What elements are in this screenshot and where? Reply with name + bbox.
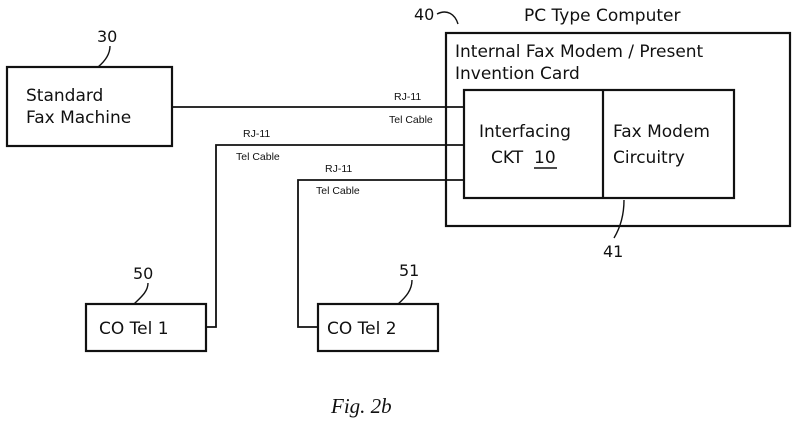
cable-2-type: Tel Cable [236, 151, 280, 163]
fax-modem-ref: 41 [603, 242, 623, 261]
fax-machine-leader [97, 45, 111, 68]
pc-computer-ref: 40 [414, 5, 434, 24]
cable-1-jack: RJ-11 [394, 91, 421, 103]
cable-3-type: Tel Cable [316, 185, 360, 197]
card-inner-box [462, 88, 736, 200]
co-tel-1-leader [133, 282, 149, 305]
pc-computer-box [444, 31, 792, 228]
cable-2-jack: RJ-11 [243, 128, 270, 140]
cable-3-jack: RJ-11 [325, 163, 352, 175]
fax-modem-label-line1: Fax Modem [613, 122, 710, 142]
interfacing-label-line2: CKT [491, 148, 524, 168]
co-tel-1-label: CO Tel 1 [99, 319, 169, 339]
fax-machine-box [5, 65, 174, 148]
fax-machine-label-line2: Fax Machine [26, 108, 131, 128]
co-tel-2-label: CO Tel 2 [327, 319, 397, 339]
interfacing-label-line1: Interfacing [479, 122, 571, 142]
cable-co-tel-2-to-card [297, 179, 464, 328]
pc-computer-leader [436, 11, 459, 25]
interfacing-ref: 10 [534, 148, 556, 168]
co-tel-2-ref: 51 [399, 261, 419, 280]
figure-caption: Fig. 2b [330, 394, 392, 418]
fax-modem-label-line2: Circuitry [613, 148, 685, 168]
card-title-line1: Internal Fax Modem / Present [455, 42, 704, 62]
co-tel-1-ref: 50 [133, 264, 153, 283]
cable-1-type: Tel Cable [389, 114, 433, 126]
fax-modem-leader [613, 199, 625, 239]
cable-co-tel-1-to-card [206, 144, 464, 328]
card-title-line2: Invention Card [455, 64, 580, 84]
fax-machine-ref: 30 [97, 27, 117, 46]
pc-computer-title: PC Type Computer [524, 6, 681, 26]
co-tel-2-leader [397, 279, 413, 305]
fax-machine-label-line1: Standard [26, 86, 103, 106]
